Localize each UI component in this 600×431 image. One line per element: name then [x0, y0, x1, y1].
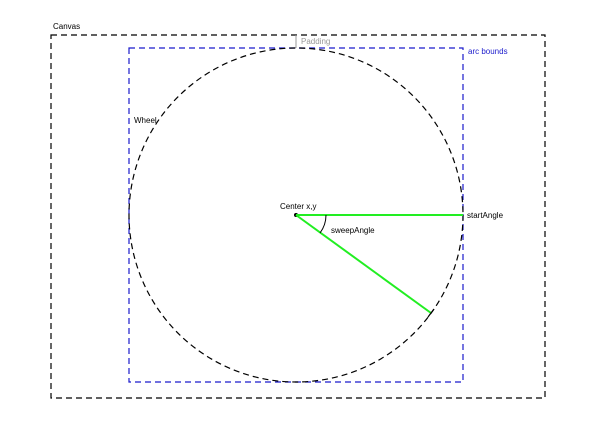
sweep-angle-label: sweepAngle — [331, 226, 375, 235]
sweep-angle-arc — [319, 214, 327, 234]
start-angle-label: startAngle — [467, 211, 504, 220]
end-angle-line — [295, 214, 432, 314]
arc-bounds-label: arc bounds — [468, 47, 508, 56]
end-angle-tick — [427, 308, 435, 318]
wheel-label: Wheel — [134, 116, 157, 125]
canvas-label: Canvas — [53, 22, 80, 31]
padding-label: Padding — [301, 37, 330, 46]
center-label: Center x,y — [280, 202, 316, 211]
canvas-border — [50, 34, 546, 399]
